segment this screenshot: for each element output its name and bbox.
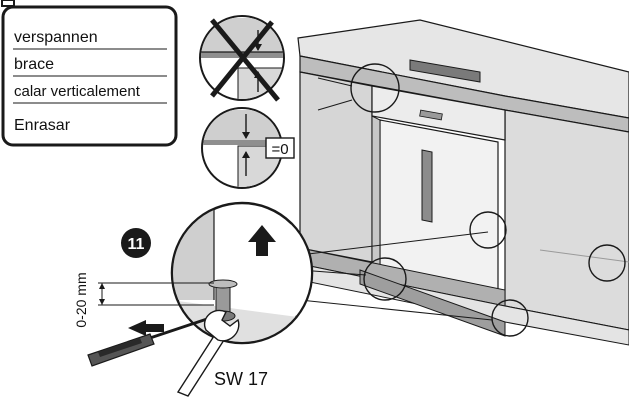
detail-circle-top <box>350 63 400 113</box>
wrench-icon <box>176 309 240 397</box>
detail-correct-flush: =0 <box>201 107 295 189</box>
legend-line-1: verspannen <box>14 29 98 46</box>
detail-circle-foot-left <box>363 257 407 301</box>
step-number: 11 <box>128 236 145 253</box>
height-range-label: 0-20 mm <box>73 272 89 327</box>
detail-circle-right-edge <box>588 244 626 282</box>
legend-line-2: brace <box>14 56 54 73</box>
detail-circle-right-mid <box>469 211 507 249</box>
step-badge: 11 <box>121 228 151 258</box>
leader-lines <box>299 77 493 321</box>
zoom-foot-adjustment <box>170 201 314 345</box>
corner-fragment <box>1 0 15 7</box>
legend-line-3: calar verticalement <box>14 83 141 100</box>
detail-circle-foot-right <box>491 299 529 337</box>
detail-incorrect-gap <box>199 15 285 102</box>
zero-gap-label: =0 <box>271 141 288 158</box>
right-cabinet <box>504 109 629 331</box>
plinth-floor <box>299 247 629 346</box>
left-cabinet <box>299 71 373 263</box>
zero-gap-box <box>265 137 295 159</box>
direction-arrow-icon <box>128 320 164 336</box>
wrench-size-label: SW 17 <box>214 369 268 389</box>
legend-box: verspannen brace calar verticalement Enr… <box>1 5 178 147</box>
dishwasher <box>371 59 506 301</box>
legend-line-4: Enrasar <box>14 117 71 134</box>
height-dimension: 0-20 mm <box>73 272 214 328</box>
screwdriver-icon <box>87 316 211 367</box>
up-arrow-icon <box>248 225 276 256</box>
